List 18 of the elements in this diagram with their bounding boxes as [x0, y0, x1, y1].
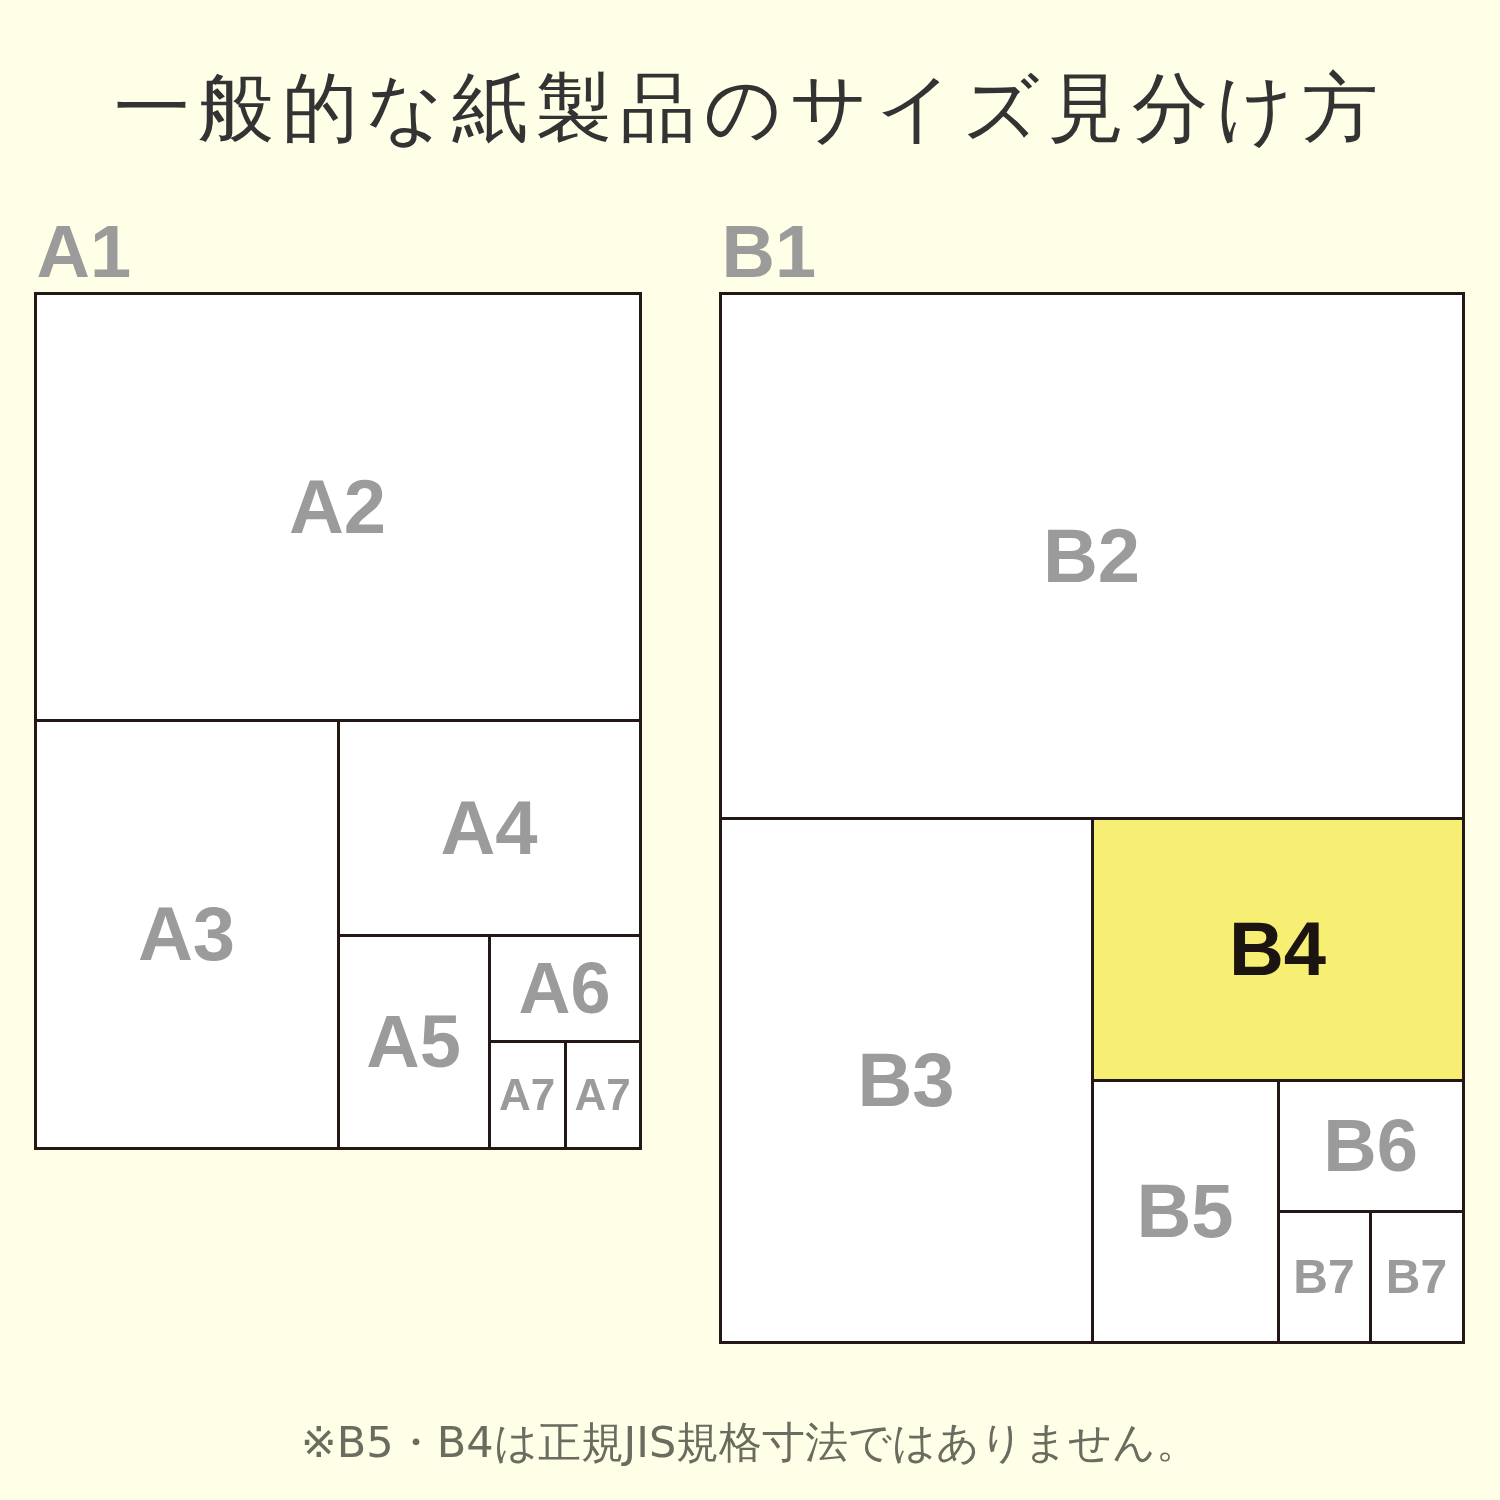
size-label: A6: [518, 952, 611, 1024]
size-label: B2: [1042, 517, 1141, 594]
size-label: B3: [857, 1042, 955, 1118]
title: 一般的な紙製品のサイズ見分け方: [114, 62, 1386, 154]
size-label: A5: [366, 1004, 461, 1079]
size-label: A4: [440, 789, 538, 866]
size-label: B6: [1323, 1108, 1418, 1183]
size-label: A1: [36, 214, 132, 289]
size-label: B7: [1293, 1252, 1355, 1301]
size-label: B5: [1136, 1173, 1234, 1249]
size-label: A2: [288, 468, 387, 545]
size-label: B4: [1228, 911, 1327, 987]
size-label: A7: [498, 1072, 556, 1117]
size-label: A3: [137, 896, 236, 972]
footnote: ※B5・B4は正規JIS規格寸法ではありません。: [300, 1418, 1200, 1468]
size-label: A7: [574, 1072, 631, 1117]
size-label: B7: [1385, 1252, 1448, 1301]
size-label: B1: [721, 214, 817, 289]
